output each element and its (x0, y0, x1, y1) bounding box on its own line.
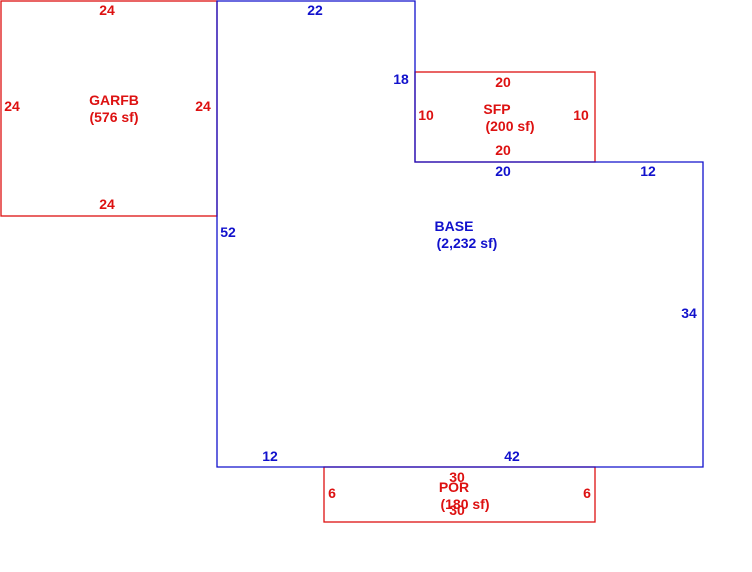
sfp-dim-right: 10 (573, 107, 589, 123)
garfb-dim-top: 24 (99, 2, 115, 18)
sfp-dim-top: 20 (495, 74, 511, 90)
garfb-name: GARFB (89, 92, 139, 108)
por-area: (180 sf) (440, 496, 489, 512)
base-dim-notch-bottom: 20 (495, 163, 511, 179)
garfb-dim-right: 24 (195, 98, 211, 114)
garfb-dim-left: 24 (4, 98, 20, 114)
por-dim-bottom: 30 (449, 502, 465, 518)
sfp-dim-bottom: 20 (495, 142, 511, 158)
sfp-dim-left: 10 (418, 107, 434, 123)
por-dim-right: 6 (583, 485, 591, 501)
base-dim-bottom-right: 42 (504, 448, 520, 464)
base-dim-right: 34 (681, 305, 697, 321)
sfp-name: SFP (483, 101, 510, 117)
garfb-dim-bottom: 24 (99, 196, 115, 212)
por-name: POR (439, 479, 469, 495)
base-dim-notch-right: 12 (640, 163, 656, 179)
garfb-area: (576 sf) (89, 109, 138, 125)
por-dim-top: 30 (449, 469, 465, 485)
base-name: BASE (435, 218, 474, 234)
base-outline (216, 0, 704, 468)
base-dim-left: 52 (220, 224, 236, 240)
por-dim-left: 6 (328, 485, 336, 501)
sfp-area: (200 sf) (485, 118, 534, 134)
base-dim-bottom-left: 12 (262, 448, 278, 464)
base-area: (2,232 sf) (437, 235, 498, 251)
base-dim-top: 22 (307, 2, 323, 18)
base-dim-notch-side: 18 (393, 71, 409, 87)
